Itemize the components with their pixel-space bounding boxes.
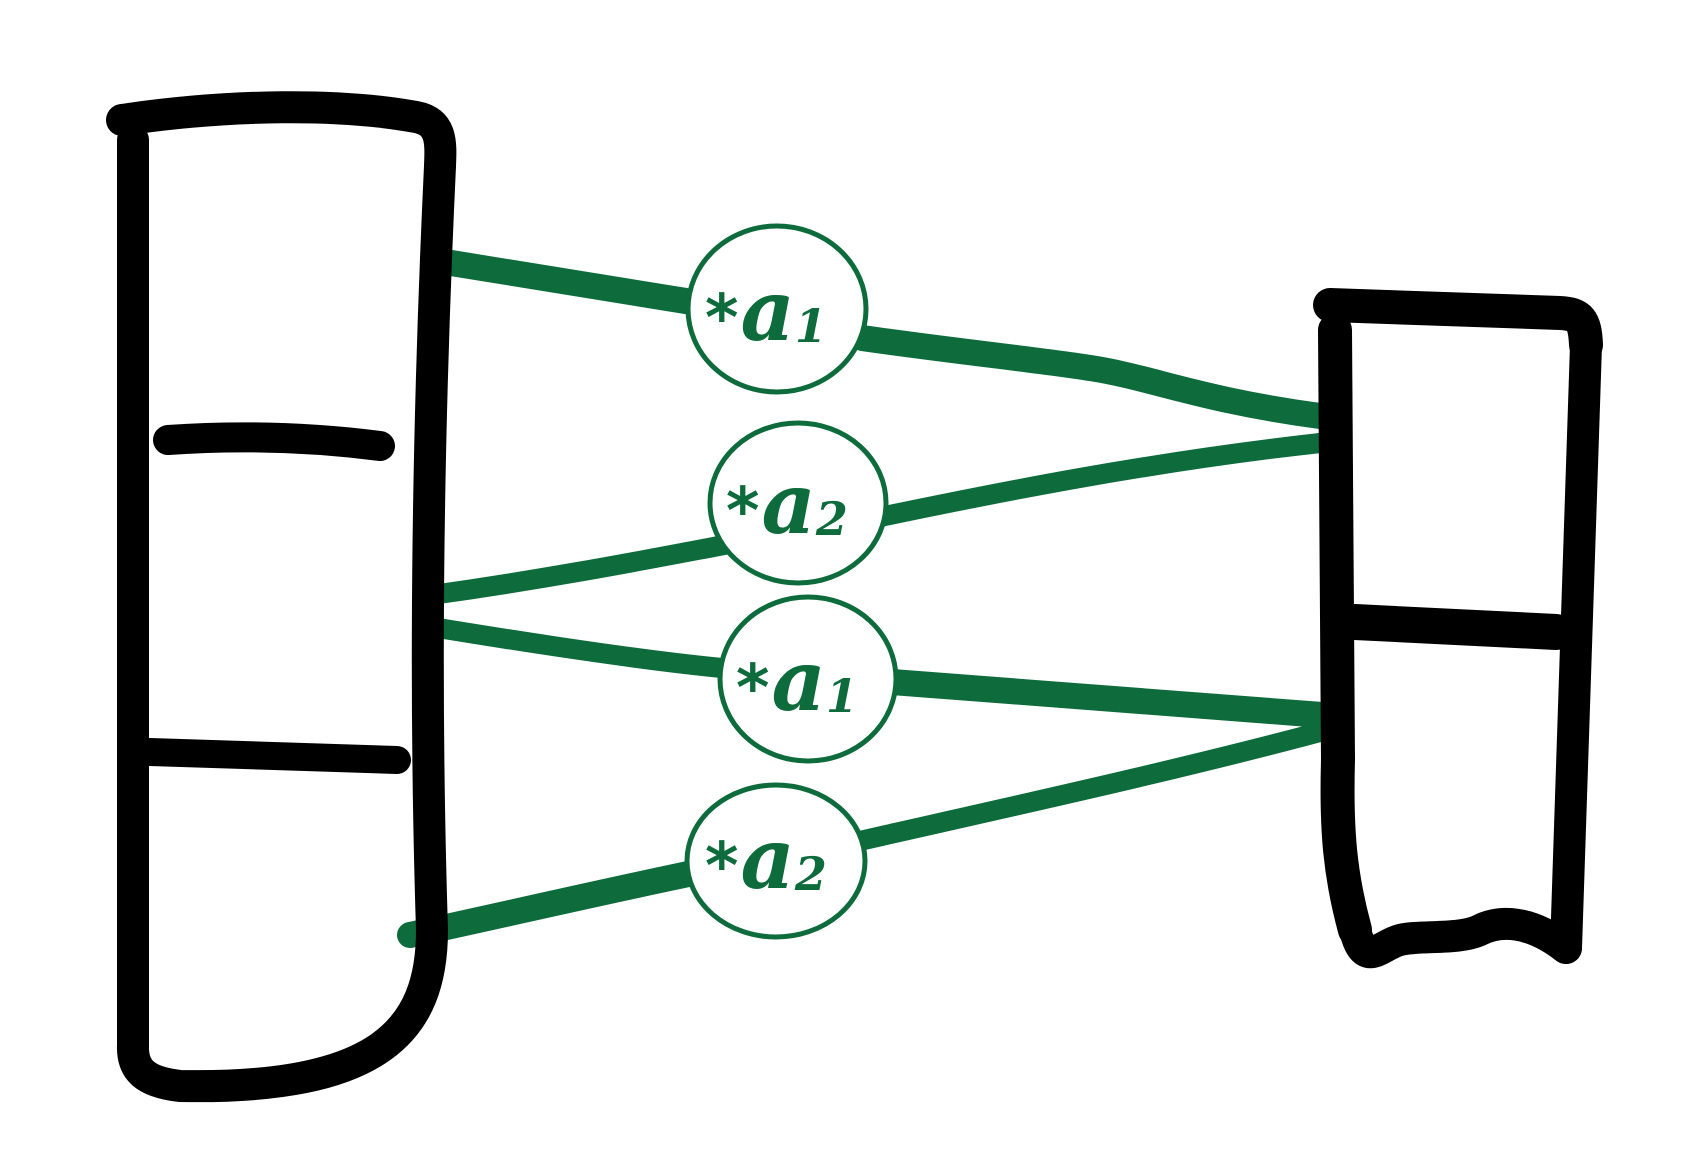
svg-text:*a1: *a1	[705, 261, 827, 360]
right-layer	[1313, 288, 1603, 969]
weight-node-2-base: a	[761, 454, 815, 553]
weight-node-3: *a1	[717, 594, 899, 764]
svg-text:*a2: *a2	[705, 809, 827, 908]
left-layer-right-stroke	[411, 150, 456, 946]
weight-node-1-base: a	[740, 261, 794, 360]
left-layer-top-stroke	[106, 91, 457, 182]
weight-node-4-prefix: *	[705, 830, 738, 904]
connection-top-left	[432, 249, 705, 315]
weight-node-4: *a2	[684, 782, 868, 940]
left-layer	[106, 91, 457, 1103]
weight-node-3-base: a	[771, 631, 825, 730]
left-layer-divider-lower	[136, 738, 411, 774]
weight-node-4-ellipse	[684, 782, 868, 940]
right-layer-left-stroke	[1318, 313, 1372, 947]
svg-text:*a2: *a2	[726, 454, 848, 553]
weight-node-1-ellipse	[685, 223, 869, 395]
connection-bottom-right	[845, 718, 1345, 852]
weight-node-4-base: a	[740, 809, 794, 908]
right-layer-right-stroke	[1550, 329, 1602, 964]
weight-node-1-prefix: *	[705, 282, 738, 356]
connection-third-left	[422, 617, 732, 678]
weight-node-1-index: 1	[795, 299, 827, 353]
weight-node-2: *a2	[707, 420, 889, 586]
weight-node-2-prefix: *	[726, 475, 759, 549]
right-layer-top-stroke	[1313, 288, 1603, 362]
weight-node-4-index: 2	[794, 847, 827, 901]
left-layer-bottom-stroke	[117, 914, 448, 1103]
connections	[397, 249, 1348, 948]
weight-node-3-ellipse	[717, 594, 899, 764]
weight-node-2-ellipse	[707, 420, 889, 586]
connection-third-right	[879, 669, 1348, 729]
connection-second-right	[870, 433, 1330, 527]
right-layer-bottom-stroke	[1339, 907, 1582, 969]
weight-node-3-prefix: *	[736, 652, 769, 726]
connection-top-right	[849, 325, 1333, 429]
connection-second-left	[422, 533, 745, 605]
weight-node-1: *a1	[685, 223, 869, 395]
weight-node-2-index: 2	[815, 492, 848, 546]
left-layer-divider-upper	[153, 422, 395, 461]
weight-node-3-index: 1	[826, 669, 858, 723]
connection-bottom-left	[397, 859, 711, 948]
svg-text:*a1: *a1	[736, 631, 858, 730]
right-layer-divider	[1337, 604, 1574, 650]
